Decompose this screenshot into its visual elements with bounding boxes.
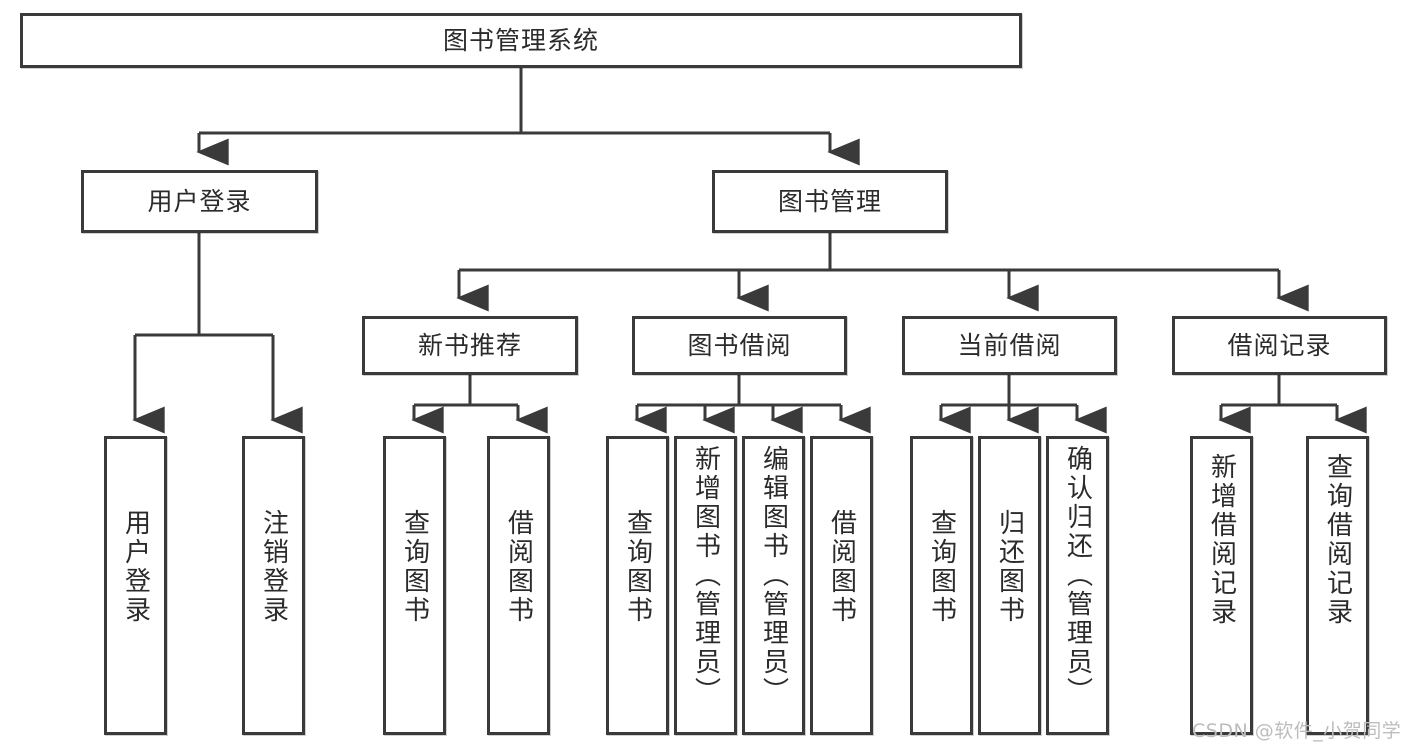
leaf-query-book-new[interactable]: 查询图书 [383,436,446,735]
node-label: 编辑图书（管理员） [758,445,789,706]
node-label: 图书管理系统 [442,26,599,55]
node-label: 归还图书 [994,509,1025,625]
node-label: 借阅图书 [826,509,857,625]
node-borrow-record[interactable]: 借阅记录 [1172,316,1387,375]
leaf-query-book-current[interactable]: 查询图书 [910,436,973,735]
node-label: 用户登录 [147,187,252,216]
node-label: 查询图书 [399,509,430,625]
node-label: 借阅图书 [503,509,534,625]
leaf-edit-book-admin[interactable]: 编辑图书（管理员） [742,436,805,735]
leaf-borrow-book-new[interactable]: 借阅图书 [487,436,550,735]
node-new-book-recommend[interactable]: 新书推荐 [362,316,578,375]
node-label: 查询借阅记录 [1322,453,1353,627]
node-book-borrow[interactable]: 图书借阅 [632,316,847,375]
node-book-management[interactable]: 图书管理 [712,170,948,233]
leaf-confirm-return-admin[interactable]: 确认归还（管理员） [1046,436,1109,735]
node-user-login[interactable]: 用户登录 [81,170,318,233]
node-label: 借阅记录 [1227,331,1332,360]
node-label: 查询图书 [926,509,957,625]
node-label: 注销登录 [258,509,289,625]
node-label: 图书借阅 [687,331,792,360]
node-current-borrow[interactable]: 当前借阅 [902,316,1117,375]
leaf-query-borrow-record[interactable]: 查询借阅记录 [1306,436,1369,735]
leaf-query-book-borrow[interactable]: 查询图书 [606,436,669,735]
node-label: 当前借阅 [957,331,1062,360]
leaf-add-borrow-record[interactable]: 新增借阅记录 [1190,436,1253,735]
node-label: 查询图书 [622,509,653,625]
node-label: 图书管理 [777,187,882,216]
node-label: 用户登录 [120,509,151,625]
node-label: 新增借阅记录 [1206,453,1237,627]
leaf-borrow-book[interactable]: 借阅图书 [810,436,873,735]
leaf-user-login[interactable]: 用户登录 [104,436,167,735]
node-label: 新书推荐 [417,331,522,360]
leaf-logout[interactable]: 注销登录 [242,436,305,735]
leaf-return-book[interactable]: 归还图书 [978,436,1041,735]
node-root-system[interactable]: 图书管理系统 [20,13,1022,68]
node-label: 确认归还（管理员） [1062,445,1093,706]
node-label: 新增图书（管理员） [690,445,721,706]
csdn-watermark: CSDN @软件_小贺同学 [1192,720,1402,742]
leaf-add-book-admin[interactable]: 新增图书（管理员） [674,436,737,735]
